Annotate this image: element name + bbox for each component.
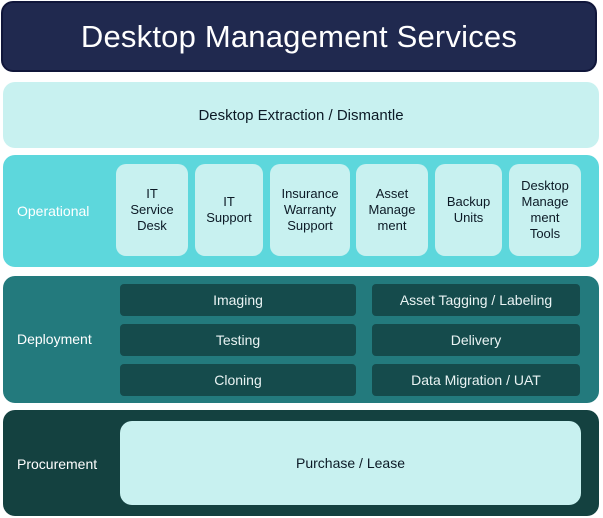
diagram-title: Desktop Management Services <box>1 1 597 72</box>
op-item-it-service-desk: IT Service Desk <box>116 164 188 256</box>
op-item-desktop-management-tools: Desktop Manage ment Tools <box>509 164 581 256</box>
dep-item-testing: Testing <box>120 324 356 356</box>
operational-layer: Operational IT Service Desk IT Support I… <box>3 155 599 267</box>
dep-item-imaging: Imaging <box>120 284 356 316</box>
dep-item-data-migration: Data Migration / UAT <box>372 364 580 396</box>
op-item-backup-units: Backup Units <box>435 164 502 256</box>
op-item-asset-management: Asset Manage ment <box>356 164 428 256</box>
dep-item-delivery: Delivery <box>372 324 580 356</box>
procurement-label: Procurement <box>17 456 98 472</box>
op-item-it-support: IT Support <box>195 164 263 256</box>
op-item-insurance-warranty: Insurance Warranty Support <box>270 164 350 256</box>
deployment-layer: Deployment Imaging Asset Tagging / Label… <box>3 276 599 403</box>
extraction-layer: Desktop Extraction / Dismantle <box>3 82 599 148</box>
procurement-layer: Procurement Purchase / Lease <box>3 410 599 516</box>
deployment-label: Deployment <box>17 331 92 347</box>
dep-item-asset-tagging: Asset Tagging / Labeling <box>372 284 580 316</box>
operational-label: Operational <box>17 203 90 219</box>
dep-item-cloning: Cloning <box>120 364 356 396</box>
procurement-item-purchase-lease: Purchase / Lease <box>120 421 581 505</box>
